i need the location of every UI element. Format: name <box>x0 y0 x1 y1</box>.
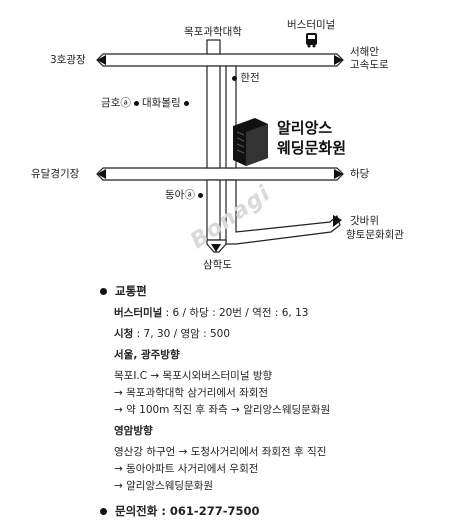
marker-dot <box>183 100 189 106</box>
bus-terminal-line: 버스터미널 : 6 / 하당 : 20번 / 역전 : 6, 13 <box>114 307 309 319</box>
seoul-heading: 서울, 광주방향 <box>114 349 180 361</box>
label-geumho: 금호ⓐ <box>101 97 140 109</box>
marker-dot <box>198 192 204 198</box>
label-donga: 동아ⓐ <box>165 189 204 201</box>
label-hyangto: 향토문화회관 <box>346 229 404 241</box>
building-icon <box>233 118 268 166</box>
label-hanjeon: 한전 <box>232 72 260 84</box>
label-daehwa: 대화볼링 <box>142 97 189 109</box>
label-yudal: 유달경기장 <box>31 168 80 180</box>
transport-heading: 교통편 <box>100 283 440 300</box>
building-name-2: 웨딩문화원 <box>277 139 347 157</box>
label-mokpo-univ: 목포과학대학 <box>184 26 242 38</box>
seoul-step-1: 목포I.C → 목포시외버스터미널 방향 <box>114 370 273 382</box>
phone-line: 문의전화 : 061-277-7500 <box>100 503 440 520</box>
marker-dot <box>232 75 237 81</box>
bullet-icon <box>100 508 107 515</box>
bus-icon <box>306 33 317 48</box>
label-samhakdo: 삼학도 <box>203 259 232 271</box>
building-title: 알리앙스 웨딩문화원 <box>277 118 346 158</box>
road-map <box>96 33 344 253</box>
label-plaza3: 3호광장 <box>50 54 86 66</box>
yeongam-step-3: → 알리앙스웨딩문화원 <box>114 480 214 492</box>
yeongam-step-2: → 동아아파트 사거리에서 우회전 <box>114 463 259 475</box>
label-gatbawi: 갓바위 <box>350 215 379 227</box>
city-hall-line: 시청 : 7, 30 / 영암 : 500 <box>114 328 231 340</box>
seoul-step-2: → 목포과학대학 삼거리에서 좌회전 <box>114 387 269 399</box>
label-seohaean: 서해안 <box>350 46 379 58</box>
yeongam-step-1: 영산강 하구언 → 도청사거리에서 좌회전 후 직진 <box>114 446 327 458</box>
label-bus-terminal: 버스터미널 <box>287 19 336 31</box>
label-gosokdoro: 고속도로 <box>350 59 389 71</box>
building-name-1: 알리앙스 <box>277 119 333 137</box>
seoul-step-3: → 약 100m 직진 후 좌측 → 알리앙스웨딩문화원 <box>114 404 331 416</box>
yeongam-heading: 영암방향 <box>114 425 153 437</box>
bullet-icon <box>100 288 107 295</box>
directions-info: 교통편 버스터미널 : 6 / 하당 : 20번 / 역전 : 6, 13 시청… <box>100 283 440 520</box>
label-hadang: 하당 <box>350 168 370 180</box>
marker-dot <box>134 100 140 106</box>
